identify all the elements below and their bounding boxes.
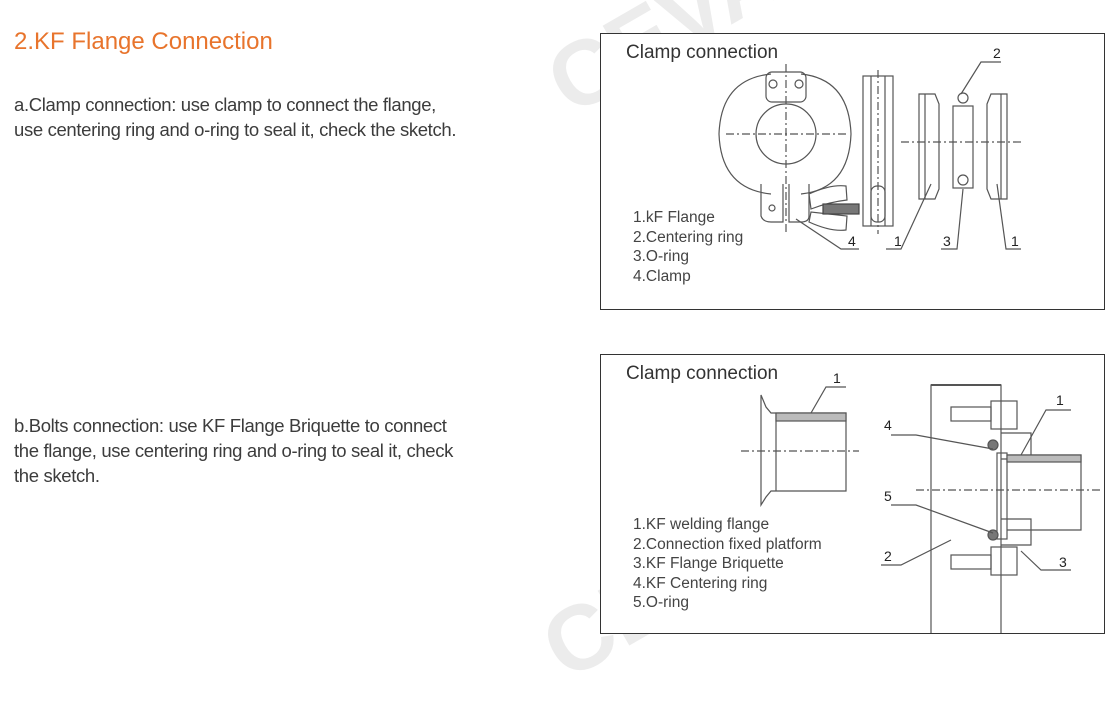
- clamp-ring-right: [800, 73, 852, 195]
- bolts-connection-sketch: 1 1 4 5 2 3 Clamp connection 1.KF weldin…: [600, 354, 1105, 634]
- clamp-lug-left: [760, 184, 784, 223]
- wing-nut-thread: [822, 203, 860, 215]
- legend-item: 3.O-ring: [633, 248, 689, 265]
- legend-item: 4.KF Centering ring: [633, 574, 768, 592]
- callout-tube: 1: [1056, 392, 1064, 408]
- bolts-text-line: the flange, use centering ring and o-rin…: [14, 440, 454, 461]
- bolt-top: [950, 406, 992, 422]
- leader-flange-right: [996, 183, 1021, 250]
- centering-ring: [952, 105, 974, 189]
- callout-flange-left: 1: [894, 233, 902, 249]
- clamp-ring-left: [718, 73, 772, 195]
- bolt-bottom: [950, 554, 992, 570]
- o-ring-top: [957, 92, 969, 104]
- wing-nut-upper: [808, 185, 848, 210]
- bolt-top-head: [990, 400, 1018, 430]
- leader-platform: [881, 539, 952, 566]
- legend-item: 2.Centering ring: [633, 228, 744, 246]
- lug-hole: [768, 204, 776, 212]
- leader-welding-flange: [810, 386, 846, 414]
- callout-welding-flange: 1: [833, 370, 841, 386]
- callout-platform: 2: [884, 548, 892, 564]
- o-ring-top: [987, 439, 999, 451]
- clamp-text-line: a.Clamp connection: use clamp to connect…: [14, 94, 436, 115]
- briquette-bottom: [1001, 518, 1032, 546]
- sketch2-legend: 1.KF welding flange 2.Connection fixed p…: [633, 515, 822, 613]
- hinge-pin-left: [768, 79, 778, 89]
- callout-o-ring: 3: [943, 233, 951, 249]
- bolts-text-line: b.Bolts connection: use KF Flange Brique…: [14, 415, 447, 436]
- legend-item: 1.kF Flange: [633, 209, 715, 226]
- tube-right-wall: [1006, 454, 1082, 463]
- callout-clamp: 4: [848, 233, 856, 249]
- section-title: 2.KF Flange Connection: [14, 28, 273, 55]
- welding-flange: [760, 394, 847, 508]
- clamp-lug-right: [788, 184, 810, 223]
- callout-centering-ring: 2: [993, 45, 1001, 61]
- legend-item: 4.Clamp: [633, 267, 691, 285]
- bolts-text-line: the sketch.: [14, 465, 100, 486]
- flange-left: [918, 93, 940, 200]
- callout-o-ring: 5: [884, 488, 892, 504]
- clamp-text-line: use centering ring and o-ring to seal it…: [14, 119, 457, 140]
- sketch1-legend: 1.kF Flange 2.Centering ring 3.O-ring 4.…: [633, 208, 743, 286]
- sketch2-title: Clamp connection: [626, 363, 779, 384]
- legend-item: 3.KF Flange Briquette: [633, 555, 784, 572]
- leader-centering-ring: [891, 434, 994, 450]
- clamp-sketch-drawing: 2 4 1 3 1: [718, 45, 1021, 250]
- legend-item: 1.KF welding flange: [633, 516, 770, 533]
- leader-briquette: [1020, 550, 1071, 571]
- bolt-bottom-head: [990, 546, 1018, 576]
- welding-flange-tube-wall: [775, 412, 847, 422]
- leader-flange-left: [886, 183, 932, 250]
- hinge-pin-right: [794, 79, 804, 89]
- leader-tube: [1020, 409, 1071, 456]
- bolts-connection-text: b.Bolts connection: use KF Flange Brique…: [14, 413, 574, 488]
- centering-ring-right: [996, 452, 1008, 540]
- legend-item: 2.Connection fixed platform: [633, 535, 822, 553]
- clamp-connection-text: a.Clamp connection: use clamp to connect…: [14, 92, 574, 142]
- flange-right: [986, 93, 1008, 200]
- leader-o-ring: [891, 504, 994, 534]
- leader-clamp: [795, 218, 859, 250]
- callout-flange-right: 1: [1011, 233, 1019, 249]
- leader-centering-ring: [960, 61, 1001, 95]
- sketch1-title: Clamp connection: [626, 42, 779, 63]
- legend-item: 5.O-ring: [633, 594, 689, 611]
- leader-o-ring: [941, 188, 964, 250]
- o-ring-bottom: [957, 174, 969, 186]
- clamp-connection-sketch: 2 4 1 3 1 Clamp connection 1.kF Flange 2…: [600, 33, 1105, 310]
- wing-nut-lower: [808, 211, 848, 231]
- clamp-side-slot: [870, 185, 886, 223]
- bolts-sketch-drawing: 1 1 4 5 2 3: [741, 370, 1101, 633]
- callout-centering-ring: 4: [884, 417, 892, 433]
- callout-briquette: 3: [1059, 554, 1067, 570]
